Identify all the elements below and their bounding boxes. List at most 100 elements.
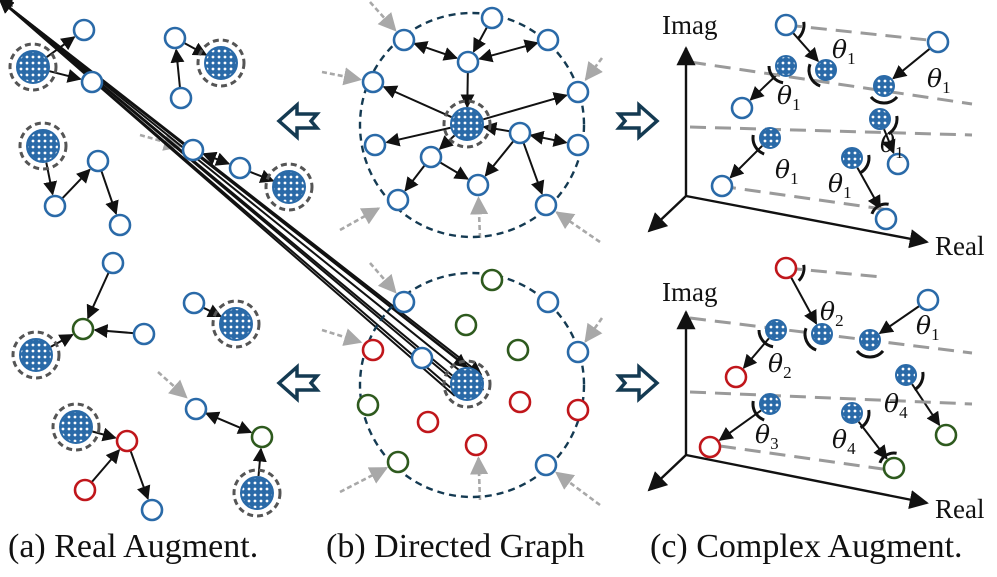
angle-arc — [767, 65, 784, 85]
center-node-halo — [232, 468, 282, 518]
graph-nodes — [8, 6, 958, 522]
center-node — [16, 50, 50, 84]
real-axis-label-top: Real — [935, 231, 984, 261]
center-node — [811, 323, 833, 345]
bidirectional-edge — [413, 41, 458, 61]
center-node — [765, 319, 787, 341]
center-node-halo — [8, 42, 58, 92]
directed-edge — [46, 36, 76, 58]
bidirectional-edge — [478, 39, 539, 63]
node — [480, 268, 504, 292]
directed-edge — [882, 128, 896, 155]
neighborhood-ring-bottom — [358, 271, 586, 499]
directed-edge — [184, 42, 208, 56]
gray-dash-line — [719, 444, 891, 472]
node — [361, 70, 385, 94]
node — [416, 410, 440, 434]
depth-axis — [647, 454, 687, 492]
directed-edge — [382, 85, 452, 118]
arrow-to-real-augment — [276, 363, 321, 403]
node — [140, 498, 164, 522]
node — [874, 207, 898, 231]
node — [386, 450, 410, 474]
directed-edge — [483, 92, 568, 121]
node — [356, 393, 380, 417]
node — [566, 340, 590, 364]
gray-incoming-edge — [369, 1, 397, 32]
node — [454, 313, 478, 337]
directed-edge — [911, 383, 941, 427]
theta-label: θ4 — [832, 425, 856, 458]
directed-edge — [522, 143, 545, 196]
center-node — [204, 46, 238, 80]
node — [566, 80, 590, 104]
directed-edge — [790, 277, 818, 325]
angle-arc — [751, 400, 765, 422]
node — [361, 338, 385, 362]
node — [916, 288, 940, 312]
center-node — [450, 367, 484, 401]
angle-arc — [757, 329, 774, 349]
center-node — [26, 129, 60, 163]
node — [115, 429, 139, 453]
gray-incoming-edge — [339, 207, 381, 232]
theta-label: θ1 — [927, 64, 951, 97]
directed-edge — [92, 427, 117, 442]
center-node — [815, 59, 837, 81]
gray-dash-lines — [689, 23, 973, 472]
directed-edge — [100, 171, 119, 215]
theta-label: θ1 — [828, 169, 852, 202]
theta-label: θ3 — [755, 420, 779, 453]
gray-incoming-edge — [554, 471, 601, 507]
augmentation-arrows — [276, 101, 660, 403]
angle-arc — [887, 115, 899, 136]
center-node-halo — [196, 38, 246, 88]
node — [392, 290, 416, 314]
theta-label: θ4 — [884, 389, 908, 422]
gray-incoming-edge — [369, 262, 397, 294]
center-node — [272, 170, 306, 204]
directed-edge — [878, 305, 920, 335]
directed-edge — [792, 32, 819, 63]
node — [934, 423, 958, 447]
center-node-halo — [264, 162, 314, 212]
neighborhood-ring-top — [358, 11, 586, 239]
node — [169, 86, 193, 110]
center-node — [19, 338, 53, 372]
node — [419, 145, 443, 169]
node — [108, 213, 132, 237]
real-axis-label-bottom: Real — [935, 494, 984, 524]
gray-dash-line — [689, 390, 973, 406]
directed-edge — [61, 168, 91, 199]
gray-dash-line — [689, 125, 973, 137]
directed-edge — [404, 165, 426, 192]
center-node — [869, 108, 891, 130]
center-node-halo — [18, 121, 68, 171]
center-node — [841, 147, 863, 169]
node — [163, 26, 187, 50]
node — [228, 156, 252, 180]
angle-arc — [870, 202, 889, 215]
directed-edge — [203, 304, 223, 318]
node — [184, 397, 208, 421]
directed-edge — [472, 27, 488, 53]
theta-label: θ1 — [777, 81, 801, 114]
angle-arc — [855, 349, 885, 359]
caption-real-augment: (a) Real Augment. — [8, 528, 259, 565]
gray-incoming-edge — [321, 67, 363, 86]
gray-dash-line — [785, 23, 929, 42]
center-node — [240, 476, 274, 510]
theta-label: θ1 — [916, 311, 940, 344]
node — [730, 96, 754, 120]
real-axis — [685, 194, 929, 249]
theta-label: θ1 — [775, 155, 799, 188]
directed-edge — [50, 333, 74, 348]
node — [386, 188, 410, 212]
theta-label: θ1 — [832, 35, 856, 68]
angle-arc — [751, 134, 765, 156]
caption-complex-augment: (c) Complex Augment. — [650, 528, 963, 565]
gray-incoming-edge — [321, 328, 363, 346]
directed-edge — [460, 72, 475, 109]
node — [698, 435, 722, 459]
